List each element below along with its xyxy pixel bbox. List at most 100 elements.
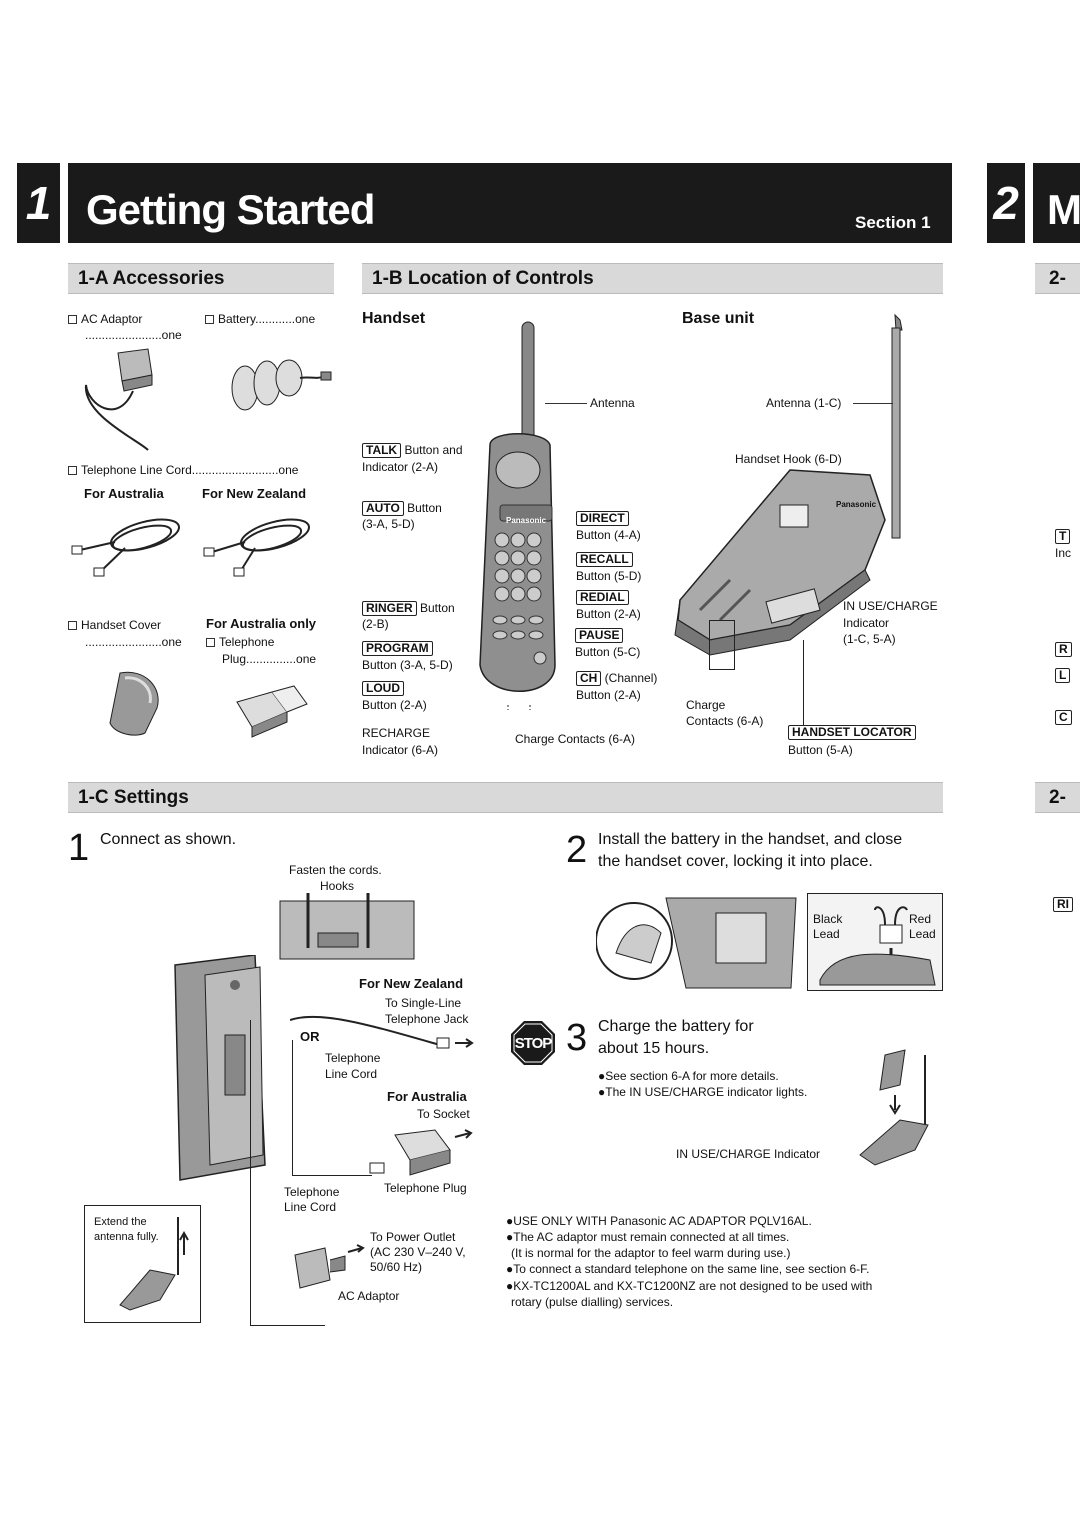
in-use-indicator-label: Indicator [843, 616, 890, 630]
warning-line-6: rotary (pulse dialling) services. [511, 1295, 674, 1309]
next-page-ind: Inc [1055, 546, 1072, 560]
adaptor-cord-line [250, 1020, 251, 1325]
next-section-number: 2 [993, 177, 1019, 229]
section-label: Section 1 [855, 213, 931, 232]
telephone-cord-label-a: Telephone [325, 1051, 381, 1065]
loud-button-ref: Button (2-A) [362, 698, 427, 712]
settings-section-bar: 1-C Settings [68, 782, 943, 813]
checkbox-icon [68, 466, 77, 475]
telephone-plug-qty: Plug...............one [222, 652, 317, 666]
warning-line-4: ●To connect a standard telephone on the … [506, 1262, 870, 1276]
locator-leader [803, 640, 804, 725]
settings-for-nz-label: For New Zealand [359, 976, 464, 991]
handset-charge-contacts-label: Charge Contacts (6-A) [515, 732, 636, 746]
line-cord-label: Telephone Line Cord.....................… [68, 463, 298, 478]
telephone-cord-label-b: Line Cord [325, 1067, 378, 1081]
pause-button-label: PAUSE [575, 628, 624, 643]
program-button-label: PROGRAM [362, 641, 433, 656]
line-cord-nz-illustration [203, 518, 310, 577]
redial-button-label: REDIAL [576, 590, 629, 605]
accessories-heading: 1-A Accessories [78, 268, 225, 289]
section-number: 1 [25, 177, 52, 229]
red-lead-label-a: Red [909, 912, 932, 926]
telephone-plug-label: Telephone [206, 635, 274, 650]
ch-button-ref: Button (2-A) [576, 688, 641, 702]
handset-brand: Panasonic [506, 516, 547, 525]
step3-note-a: ●See section 6-A for more details. [598, 1069, 779, 1083]
location-section-bar: 1-B Location of Controls [362, 263, 943, 294]
program-key: PROGRAM [362, 641, 433, 656]
next-page-heading-1: 2- [1049, 268, 1066, 289]
page-title: Getting Started [86, 186, 375, 233]
extend-antenna-label-b: antenna fully. [94, 1231, 159, 1243]
ac-adaptor-qty: .......................one [85, 328, 182, 342]
auto-button-ref: (3-A, 5-D) [362, 517, 415, 531]
handset-locator-key: HANDSET LOCATOR [788, 725, 916, 740]
step1-text: Connect as shown. [100, 831, 237, 848]
handset-locator-label: HANDSET LOCATOR [788, 725, 916, 740]
base-bottom-detail-illustration [279, 893, 415, 960]
ringer-button-ref: (2-B) [362, 617, 389, 631]
checkbox-icon [68, 315, 77, 324]
ac-voltage-label: (AC 230 V–240 V, [370, 1245, 466, 1259]
cord-line-1 [292, 1040, 293, 1175]
base-contacts-label: Contacts (6-A) [686, 714, 764, 728]
ch-button-label: CH (Channel) [576, 671, 657, 686]
hooks-label: Hooks [320, 879, 355, 893]
warning-line-1: ●USE ONLY WITH Panasonic AC ADAPTOR PQLV… [506, 1214, 812, 1228]
warning-line-5: ●KX-TC1200AL and KX-TC1200NZ are not des… [506, 1279, 873, 1293]
talk-button-label: TALK Button and [362, 443, 463, 458]
loud-button-label: LOUD [362, 681, 404, 696]
ac-adaptor-caption: AC Adaptor [338, 1289, 400, 1303]
battery-install-illustration [596, 897, 797, 989]
header-bar [68, 163, 952, 243]
power-outlet-label: To Power Outlet [370, 1230, 456, 1244]
base-charge-label: Charge [686, 698, 726, 712]
stop-sign-text: STOP [514, 1035, 553, 1052]
battery-connector-illustration [819, 906, 936, 986]
stop-sign-icon [511, 1021, 555, 1065]
red-lead-label-b: Lead [909, 927, 936, 941]
location-heading: 1-B Location of Controls [372, 268, 594, 289]
recall-button-label: RECALL [576, 552, 633, 567]
handset-cover-label: Handset Cover [68, 618, 161, 633]
step2-number: 2 [566, 829, 588, 871]
settings-for-australia-label: For Australia [387, 1089, 467, 1104]
step3-text-b: about 15 hours. [598, 1040, 710, 1057]
ac-adaptor-illustration [84, 348, 153, 451]
handset-illustration [479, 321, 556, 710]
battery-label: Battery............one [205, 312, 315, 327]
step3-text-a: Charge the battery for [598, 1018, 754, 1035]
base-unit-illustration [674, 313, 903, 656]
base-unit-heading: Base unit [682, 310, 755, 327]
section-number-block [17, 163, 60, 243]
handset-cover-qty: .......................one [85, 635, 182, 649]
handset-hook-label: Handset Hook (6-D) [735, 452, 842, 466]
recall-key: RECALL [576, 552, 633, 567]
ringer-key: RINGER [362, 601, 417, 616]
handset-cover-illustration [109, 671, 159, 736]
recharge-ref: Indicator (6-A) [362, 743, 439, 757]
program-button-ref: Button (3-A, 5-D) [362, 658, 453, 672]
extend-antenna-label-a: Extend the [94, 1216, 147, 1228]
for-new-zealand-label: For New Zealand [202, 486, 307, 501]
australia-plug-illustration [369, 1129, 473, 1176]
black-lead-label-a: Black [813, 912, 843, 926]
cord-line-2 [292, 1175, 372, 1176]
recharge-label: RECHARGE [362, 726, 431, 740]
auto-button-label: AUTO Button [362, 501, 442, 516]
charge-contacts-box [709, 620, 735, 670]
antenna-label: Antenna [590, 396, 635, 410]
direct-key: DIRECT [576, 511, 629, 526]
auto-key: AUTO [362, 501, 404, 516]
next-page-key-c: C [1055, 710, 1072, 725]
in-use-ref: (1-C, 5-A) [843, 632, 896, 646]
in-use-charge-label: IN USE/CHARGE [843, 599, 938, 613]
loud-key: LOUD [362, 681, 404, 696]
telephone-cord2-label-b: Line Cord [284, 1200, 337, 1214]
or-label: OR [300, 1029, 320, 1044]
next-page-bar-1: 2- [1035, 263, 1080, 294]
recall-button-ref: Button (5-D) [576, 569, 642, 583]
checkbox-icon [205, 315, 214, 324]
to-socket-label: To Socket [417, 1107, 470, 1121]
